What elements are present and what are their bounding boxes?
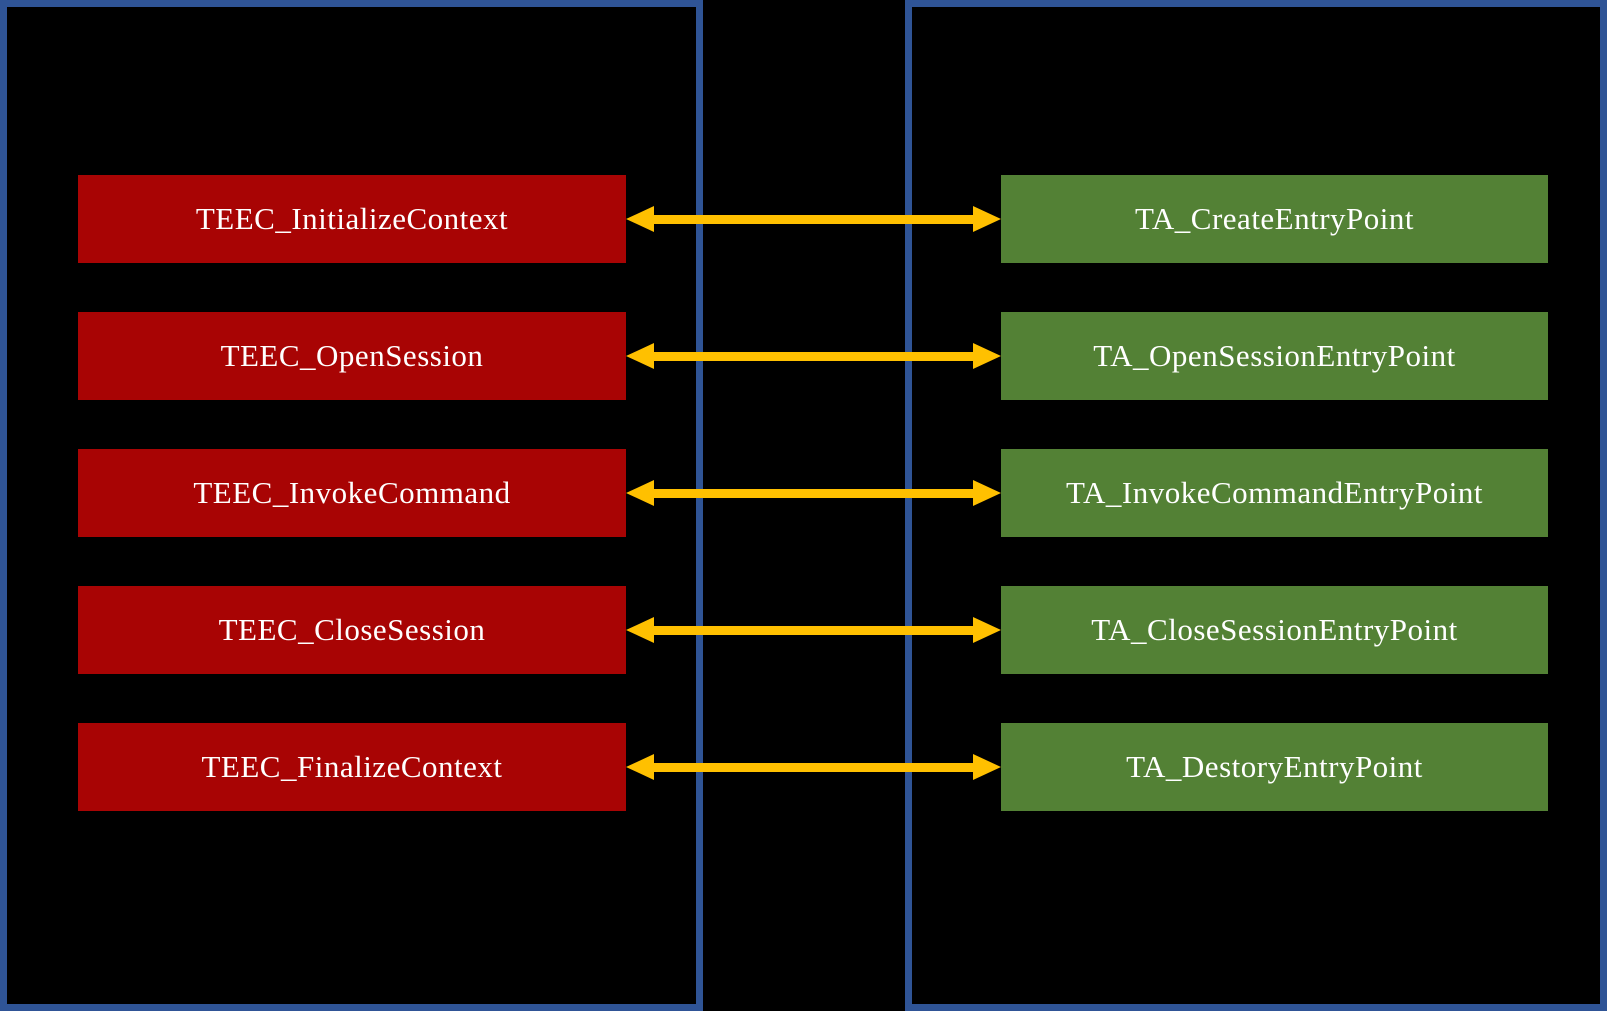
bidirectional-arrow [626,340,1001,372]
ta-entrypoint-box: TA_DestoryEntryPoint [1001,723,1548,811]
ta-entrypoint-box: TA_CloseSessionEntryPoint [1001,586,1548,674]
bidirectional-arrow [626,203,1001,235]
arrowhead-left-icon [626,480,654,506]
ta-entrypoint-label: TA_OpenSessionEntryPoint [1093,338,1456,373]
teec-api-box: TEEC_OpenSession [78,312,626,400]
arrowhead-left-icon [626,206,654,232]
arrow-shaft [654,762,973,772]
bidirectional-arrow [626,614,1001,646]
arrowhead-left-icon [626,617,654,643]
ta-entrypoint-label: TA_DestoryEntryPoint [1126,749,1423,784]
arrowhead-left-icon [626,754,654,780]
arrowhead-left-icon [626,343,654,369]
teec-api-box: TEEC_InvokeCommand [78,449,626,537]
ta-entrypoint-label: TA_CreateEntryPoint [1134,201,1415,236]
arrowhead-right-icon [973,480,1001,506]
bidirectional-arrow [626,477,1001,509]
arrowhead-right-icon [973,343,1001,369]
arrow-shaft [654,625,973,635]
teec-api-box: TEEC_CloseSession [78,586,626,674]
arrow-shaft [654,351,973,361]
ta-entrypoint-label: TA_CloseSessionEntryPoint [1091,612,1458,647]
teec-api-label: TEEC_CloseSession [218,612,486,647]
arrowhead-right-icon [973,206,1001,232]
arrowhead-right-icon [973,617,1001,643]
teec-api-box: TEEC_FinalizeContext [78,723,626,811]
ta-entrypoint-box: TA_OpenSessionEntryPoint [1001,312,1548,400]
ta-entrypoint-box: TA_InvokeCommandEntryPoint [1001,449,1548,537]
teec-api-label: TEEC_FinalizeContext [201,749,503,784]
arrow-shaft [654,488,973,498]
teec-api-box: TEEC_InitializeContext [78,175,626,263]
arrow-shaft [654,214,973,224]
teec-api-label: TEEC_OpenSession [220,338,484,373]
teec-api-label: TEEC_InvokeCommand [193,475,511,510]
bidirectional-arrow [626,751,1001,783]
teec-api-label: TEEC_InitializeContext [195,201,509,236]
arrowhead-right-icon [973,754,1001,780]
ta-entrypoint-box: TA_CreateEntryPoint [1001,175,1548,263]
ta-entrypoint-label: TA_InvokeCommandEntryPoint [1066,475,1483,510]
